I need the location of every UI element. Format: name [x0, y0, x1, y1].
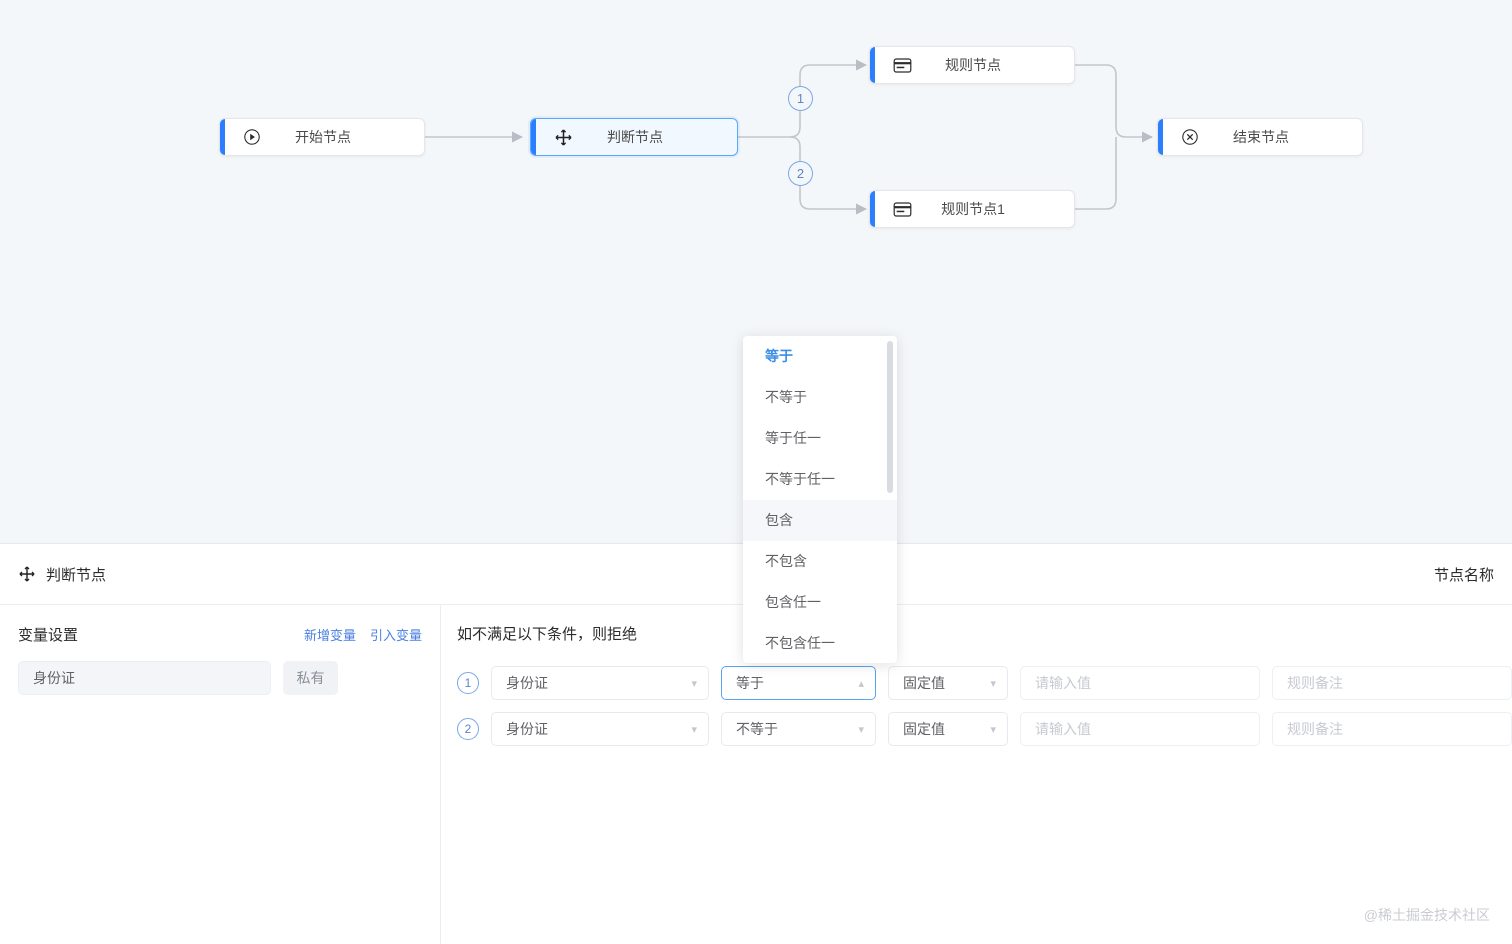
condition-value-input[interactable]: 请输入值 [1020, 666, 1260, 700]
card-rule-icon [892, 55, 912, 75]
chevron-down-icon: ▾ [990, 723, 996, 736]
dropdown-scrollbar[interactable] [887, 341, 893, 493]
node-accent-bar [220, 119, 225, 155]
conditions-rows: 1 身份证 ▾ 等于 ▴ 固定值 ▾ 请输入值 规则备注 [457, 666, 1512, 746]
condition-value-kind-select[interactable]: 固定值 ▾ [888, 666, 1008, 700]
variable-row: 身份证 私有 [18, 661, 422, 695]
condition-operator-value: 不等于 [736, 721, 778, 737]
conditions-title: 如不满足以下条件，则拒绝 [457, 626, 638, 643]
node-accent-bar [1158, 119, 1163, 155]
node-accent-bar [531, 119, 536, 155]
dropdown-option-equals[interactable]: 等于 [765, 348, 793, 364]
dropdown-option-not-equals-any[interactable]: 不等于任一 [765, 471, 835, 487]
flow-node-label: 开始节点 [295, 129, 351, 145]
condition-field-value: 身份证 [506, 721, 548, 737]
flow-node-label: 规则节点1 [941, 201, 1005, 217]
condition-value-kind-value: 固定值 [903, 675, 945, 691]
import-variable-link[interactable]: 引入变量 [369, 627, 422, 643]
dropdown-option-not-contains[interactable]: 不包含 [765, 553, 807, 569]
flow-node-rule-1[interactable]: 规则节点1 [869, 190, 1075, 228]
flow-connectors [425, 59, 1154, 215]
node-name-label: 节点名称 [1433, 566, 1494, 584]
condition-index-badge: 2 [457, 718, 479, 740]
condition-row: 1 身份证 ▾ 等于 ▴ 固定值 ▾ 请输入值 规则备注 [457, 666, 1512, 700]
variable-settings-header: 变量设置 新增变量 引入变量 [18, 623, 422, 645]
dropdown-option-not-contains-any[interactable]: 不包含任一 [765, 635, 835, 651]
chevron-up-icon: ▴ [858, 677, 864, 690]
branch-badge-number: 2 [796, 166, 805, 181]
condition-value-input[interactable]: 请输入值 [1020, 712, 1260, 746]
flow-node-label: 规则节点 [945, 57, 1001, 73]
dropdown-option-not-equals[interactable]: 不等于 [765, 389, 807, 405]
condition-field-select[interactable]: 身份证 ▾ [491, 666, 709, 700]
variable-settings-title: 变量设置 [18, 626, 79, 644]
watermark: @稀土掘金技术社区 [1363, 907, 1490, 923]
panel-body: 变量设置 新增变量 引入变量 身份证 私有 如不满足以下条件，则拒绝 1 身份证 [0, 605, 1512, 944]
chevron-down-icon: ▾ [691, 723, 697, 736]
flow-node-rule[interactable]: 规则节点 [869, 46, 1075, 84]
operator-dropdown-menu[interactable]: 等于 不等于 等于任一 不等于任一 包含 不包含 包含任一 不包含任一 [743, 336, 897, 663]
flow-node-start[interactable]: 开始节点 [219, 118, 425, 156]
condition-field-value: 身份证 [506, 675, 548, 691]
condition-operator-select[interactable]: 不等于 ▾ [721, 712, 876, 746]
variable-name-field[interactable]: 身份证 [18, 661, 271, 695]
flow-node-label: 结束节点 [1233, 129, 1289, 145]
variable-settings-section: 变量设置 新增变量 引入变量 身份证 私有 [0, 605, 441, 944]
condition-note-input[interactable]: 规则备注 [1272, 666, 1512, 700]
dropdown-option-contains-any[interactable]: 包含任一 [765, 594, 821, 610]
chevron-down-icon: ▾ [858, 723, 864, 736]
chevron-down-icon: ▾ [691, 677, 697, 690]
condition-value-kind-select[interactable]: 固定值 ▾ [888, 712, 1008, 746]
close-circle-icon [1180, 127, 1200, 147]
dropdown-option-equals-any[interactable]: 等于任一 [765, 430, 821, 446]
branch-badge-2[interactable]: 2 [788, 161, 813, 186]
condition-row: 2 身份证 ▾ 不等于 ▾ 固定值 ▾ 请输入值 规则备注 [457, 712, 1512, 746]
condition-operator-select[interactable]: 等于 ▴ [721, 666, 876, 700]
node-accent-bar [870, 191, 875, 227]
condition-note-input[interactable]: 规则备注 [1272, 712, 1512, 746]
add-variable-link[interactable]: 新增变量 [303, 627, 356, 643]
variable-scope-badge[interactable]: 私有 [283, 661, 338, 695]
flow-node-end[interactable]: 结束节点 [1157, 118, 1363, 156]
condition-value-kind-value: 固定值 [903, 721, 945, 737]
node-accent-bar [870, 47, 875, 83]
panel-title: 判断节点 [46, 566, 107, 584]
flow-node-label: 判断节点 [607, 129, 663, 145]
branch-badge-1[interactable]: 1 [788, 86, 813, 111]
variable-actions: 新增变量 引入变量 [304, 625, 422, 644]
condition-operator-value: 等于 [736, 675, 764, 691]
branch-badge-number: 1 [796, 91, 805, 106]
card-rule-icon [892, 199, 912, 219]
play-circle-icon [242, 127, 262, 147]
condition-field-select[interactable]: 身份证 ▾ [491, 712, 709, 746]
move-cross-icon[interactable] [18, 565, 36, 583]
flow-node-judge[interactable]: 判断节点 [530, 118, 738, 156]
conditions-section: 如不满足以下条件，则拒绝 1 身份证 ▾ 等于 ▴ 固定值 ▾ [441, 605, 1512, 944]
dropdown-option-contains[interactable]: 包含 [743, 500, 897, 541]
chevron-down-icon: ▾ [990, 677, 996, 690]
condition-index-badge: 1 [457, 672, 479, 694]
move-cross-icon [553, 127, 573, 147]
